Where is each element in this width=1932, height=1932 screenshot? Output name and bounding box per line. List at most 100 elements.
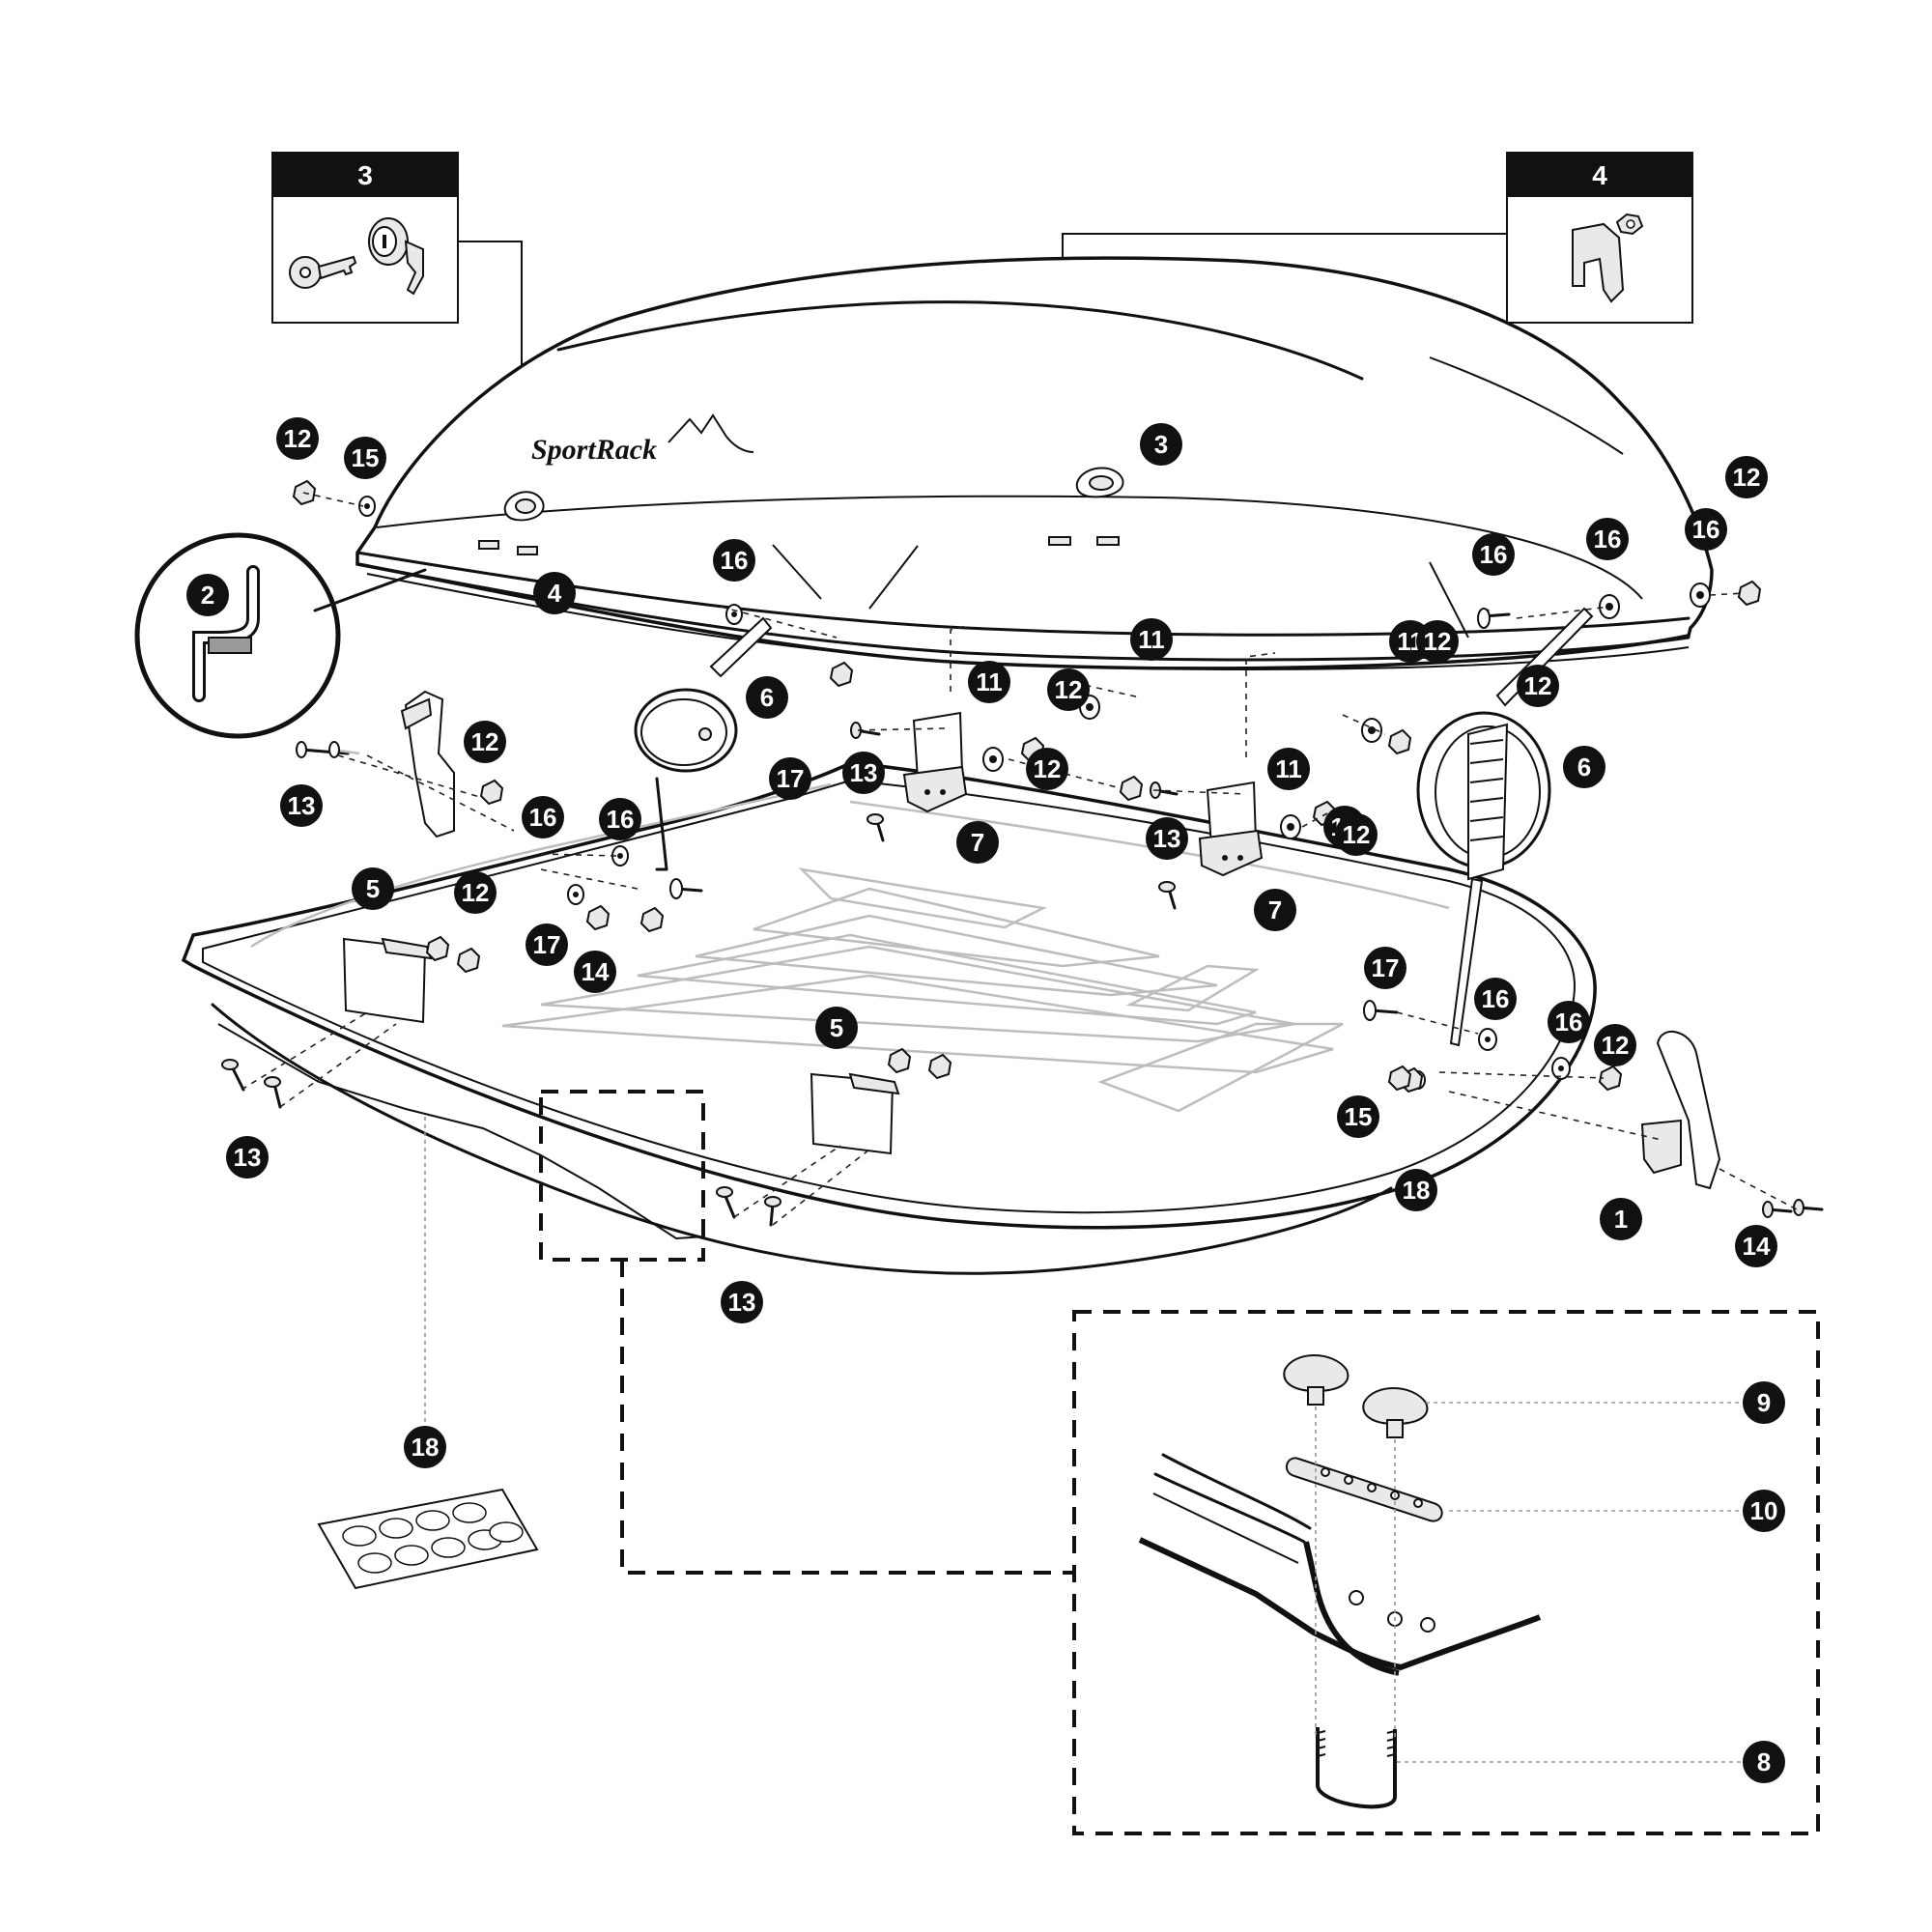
callout-badge: 15 [344,437,386,479]
callout-circle [352,867,394,910]
callout-circle [464,721,506,763]
callout-circle [1563,746,1605,788]
strike-plate [810,1072,900,1155]
nut-icon [1737,580,1762,607]
callout-circle [1472,533,1515,576]
lock-hole-icon [503,491,545,522]
callout-badge: 11 [1130,618,1173,661]
lock-hole-icon [1075,467,1124,498]
callout-number: 14 [1743,1232,1771,1261]
callout-number: 12 [1424,627,1452,656]
callout-number: 12 [1602,1031,1630,1060]
callout-badge: 16 [1586,518,1629,560]
callout-badge: 13 [280,784,323,827]
screw-icon [328,741,360,758]
washer-icon [725,604,743,625]
callout-badge: 17 [1364,947,1406,989]
callout-badge: 9 [1743,1381,1785,1424]
nut-icon [585,904,611,931]
bolt-icon [1363,1000,1399,1021]
callout-number: 12 [1343,820,1371,849]
washer-icon [611,845,629,867]
callout-badge: 12 [1725,456,1768,498]
callout-circle [956,821,999,864]
callout-number: 12 [1524,671,1552,700]
callout-circle [1130,618,1173,661]
gasket-detail-circle [134,532,427,739]
washer-icon [567,884,584,905]
callout-number: 15 [1345,1102,1373,1131]
callout-circle [1594,1024,1636,1066]
callout-number: 13 [1153,824,1181,853]
callout-badge: 6 [1563,746,1605,788]
mounting-hardware-detail [1072,1310,1820,1835]
callout-badge: 18 [404,1426,446,1468]
callout-number: 4 [548,579,562,608]
assembly-guide-lines [241,492,1798,1447]
detail-connector [620,1260,1074,1575]
callout-number: 11 [976,668,1003,696]
callout-circle [1474,978,1517,1020]
callout-circle [721,1281,763,1323]
callout-badge: 16 [1474,978,1517,1020]
callout-circle [1685,508,1727,551]
callout-circle [454,871,497,914]
callout-circle [344,437,386,479]
callout-badge: 6 [746,676,788,719]
callout-circle [1254,889,1296,931]
washer-icon [1551,1057,1571,1080]
callout-badge: 16 [1685,508,1727,551]
key-icon [289,255,357,289]
washer-icon [1361,718,1382,743]
callout-badge: 2 [186,574,229,616]
callout-circle [1140,423,1182,466]
callout-number: 16 [1594,525,1622,554]
callout-number: 11 [1275,754,1302,783]
callout-number: 16 [607,805,635,834]
foam-pad-sheet [317,1488,539,1590]
crossbar-channel [1138,1453,1542,1676]
callout-group: 1234556677891011111111121212121212121212… [186,417,1785,1783]
callout-number: 5 [366,874,380,903]
callout-badge: 5 [352,867,394,910]
mounting-plate [1285,1457,1443,1522]
screw-icon [264,1076,282,1109]
hinge-plate [902,711,968,813]
nut-icon [425,935,450,962]
callout-circle [533,572,576,614]
callout-circle [1395,1169,1437,1211]
callout-number: 14 [582,957,610,986]
callout-badge: 11 [968,661,1010,703]
callout-number: 13 [850,758,878,787]
callout-badge: 12 [1047,668,1090,711]
callout-badge: 4 [533,572,576,614]
callout-badge: 12 [276,417,319,460]
callout-number: 11 [1138,625,1165,654]
callout-badge: 12 [1517,665,1559,707]
callout-number: 7 [1268,895,1282,924]
washer-icon [1478,1028,1497,1051]
latch-left [400,690,455,838]
callout-badge: 13 [842,752,885,794]
callout-badge: 13 [226,1136,269,1179]
callout-circle [186,574,229,616]
callout-badge: 17 [769,757,811,800]
cargo-box-base [181,761,1597,1275]
latch-right [1640,1031,1721,1190]
bolt-icon [1477,608,1511,629]
knob-icon [1283,1354,1350,1406]
callout-circle [1600,1198,1642,1240]
u-bolt [1316,1727,1397,1809]
detail-box-clip-nut: 4 [1506,152,1693,324]
nut-icon [927,1053,952,1080]
callout-badge: 7 [1254,889,1296,931]
callout-number: 1 [1614,1205,1628,1234]
callout-number: 12 [1055,675,1083,704]
callout-circle [746,676,788,719]
callout-number: 12 [462,878,490,907]
callout-number: 13 [288,791,316,820]
callout-circle [522,796,564,838]
nut-icon [1387,728,1412,755]
callout-badge: 8 [1743,1741,1785,1783]
screw-icon [764,1196,781,1227]
